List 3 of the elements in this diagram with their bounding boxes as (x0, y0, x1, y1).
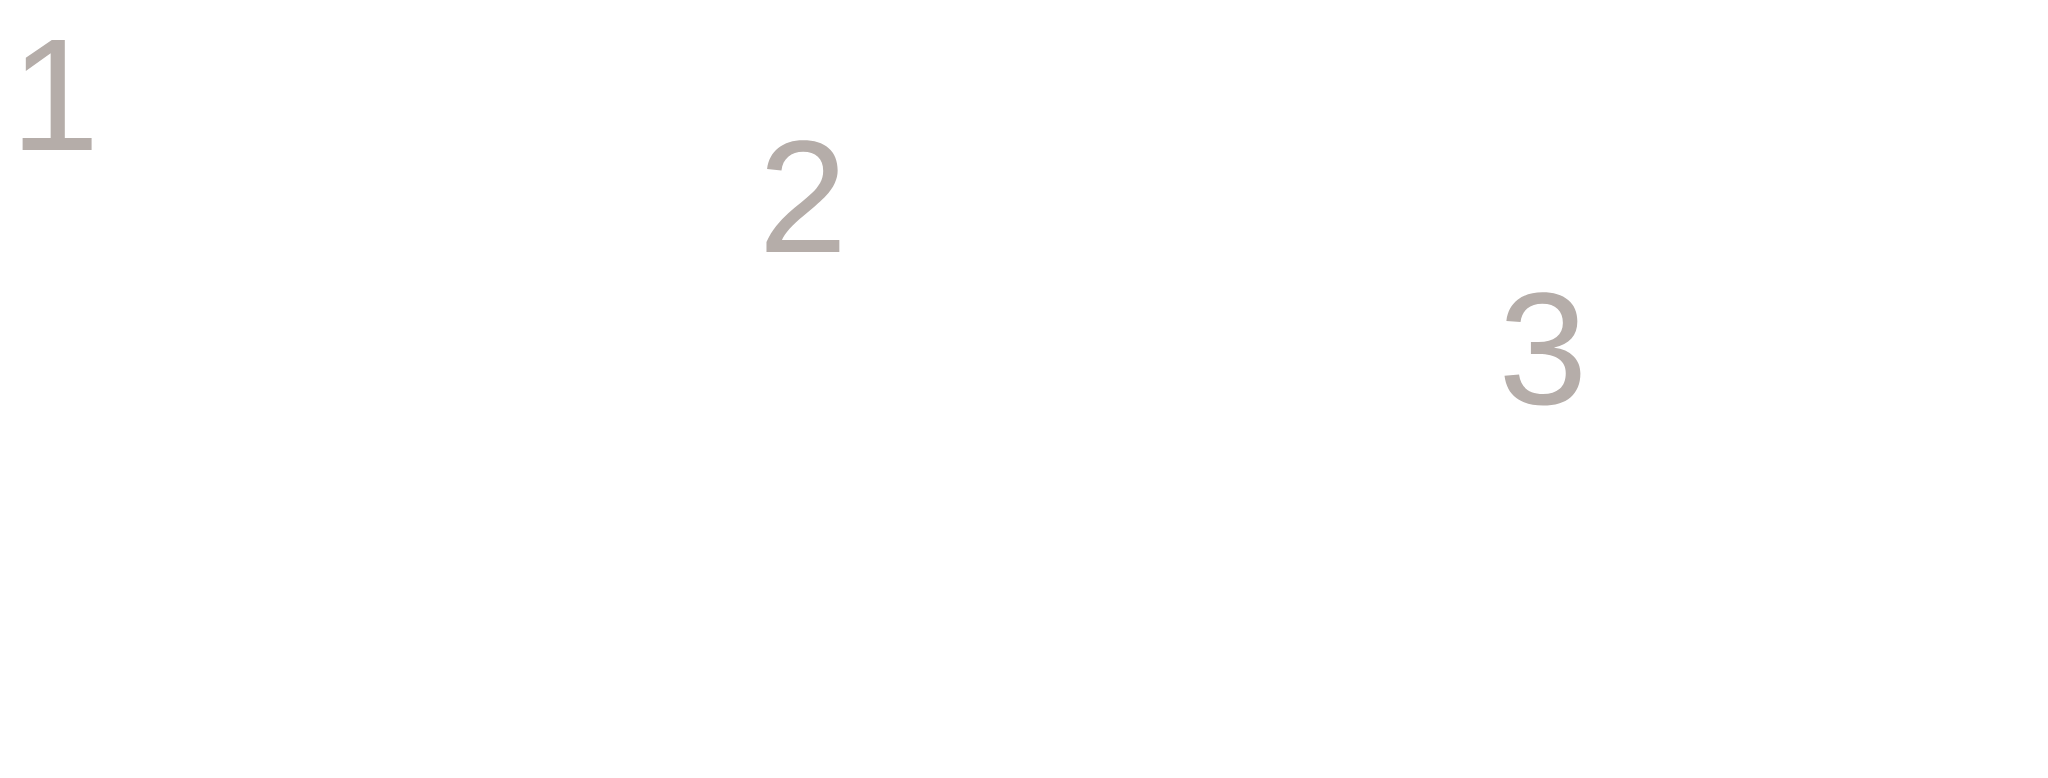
callout-number: 2 (766, 140, 840, 252)
callout-number: 3 (1504, 292, 1581, 406)
callout-number: 1 (22, 39, 92, 150)
